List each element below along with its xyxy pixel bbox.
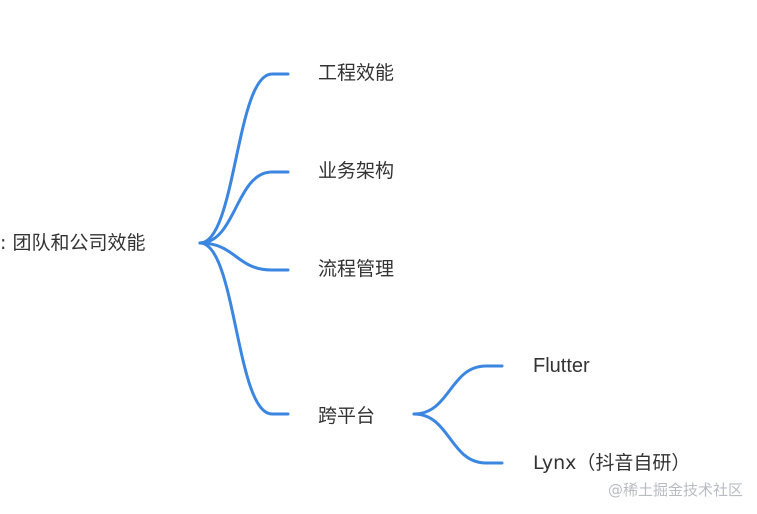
edge-cross-flutter (412, 364, 504, 416)
edge-root-business (198, 170, 290, 245)
edge-root-cross (198, 241, 290, 416)
node-process-management[interactable]: 流程管理 (318, 258, 395, 280)
watermark: @稀土掘金技术社区 (607, 481, 743, 499)
node-engineering-efficiency[interactable]: 工程效能 (318, 62, 395, 84)
edge-cross-lynx (412, 412, 504, 465)
edge-root-engineering (198, 72, 290, 245)
node-flutter[interactable]: Flutter (533, 355, 590, 377)
edge-root-process (198, 241, 290, 272)
node-business-architecture[interactable]: 业务架构 (318, 160, 395, 182)
node-cross-platform[interactable]: 跨平台 (318, 405, 376, 427)
node-lynx[interactable]: Lynx（抖音自研） (533, 452, 691, 474)
root-node[interactable]: : 团队和公司效能 (0, 232, 146, 254)
